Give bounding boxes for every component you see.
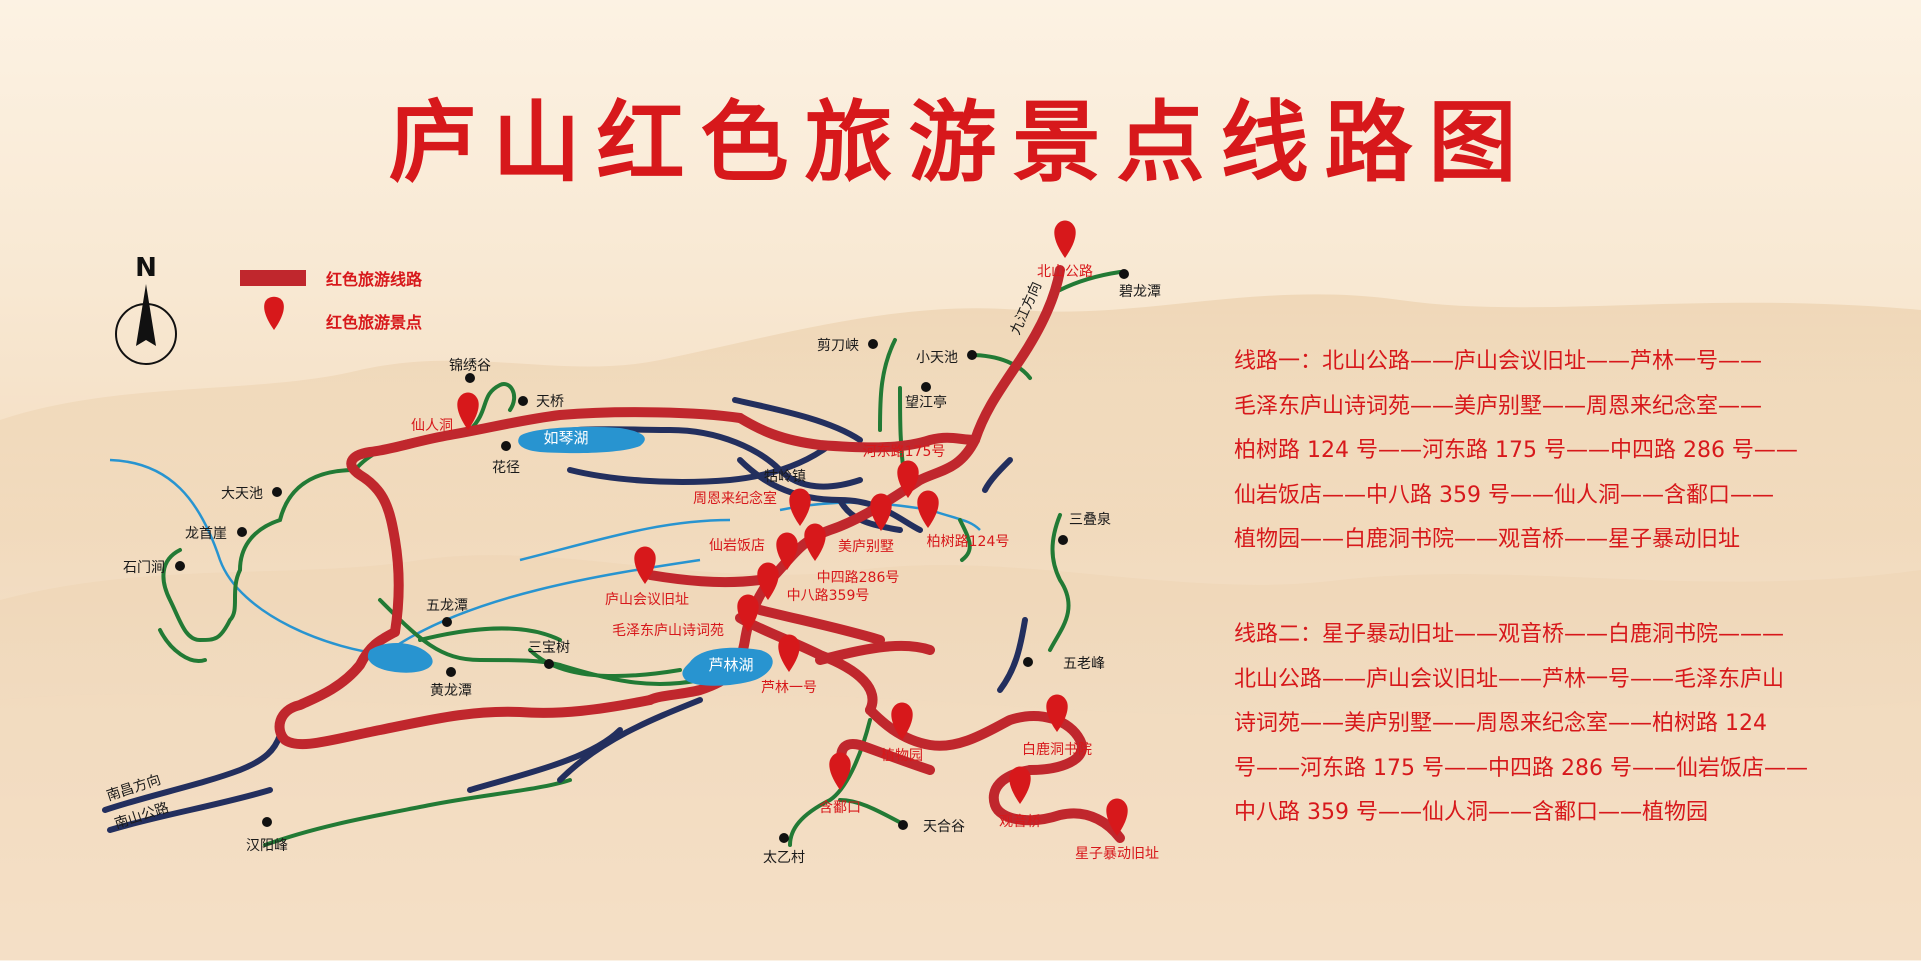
page-title: 庐山红色旅游景点线路图 bbox=[388, 91, 1533, 194]
place-dot-icon bbox=[272, 487, 282, 497]
spot-label-zhongsi: 中四路286号 bbox=[817, 570, 900, 586]
spot-label-lulin: 芦林一号 bbox=[761, 680, 817, 696]
lake-label-lulinhu: 芦林湖 bbox=[708, 656, 753, 674]
spot-label-zhouenlai: 周恩来纪念室 bbox=[693, 490, 777, 507]
place-label-shimenjian: 石门涧 bbox=[123, 560, 165, 576]
spot-label-hanpokou: 含鄱口 bbox=[819, 800, 861, 816]
place-label-wulongtan: 五龙潭 bbox=[426, 597, 468, 614]
north-arrow-icon bbox=[136, 284, 156, 346]
spot-marker-icon bbox=[897, 460, 919, 498]
spot-marker-icon bbox=[737, 594, 759, 632]
place-dot-icon bbox=[175, 561, 185, 571]
legend bbox=[240, 270, 306, 330]
place-dot-icon bbox=[501, 441, 511, 451]
route-line: 仙岩饭店——中八路 359 号——仙人洞——含鄱口—— bbox=[1234, 482, 1774, 508]
spot-label-huiyi: 庐山会议旧址 bbox=[605, 592, 689, 608]
spot-marker-icon bbox=[917, 490, 939, 528]
place-label-longshouya: 龙首崖 bbox=[185, 526, 227, 542]
river-lines bbox=[109, 458, 981, 657]
spot-label-bailudong: 白鹿洞书院 bbox=[1022, 741, 1092, 758]
route-two-block: 线路二：星子暴动旧址——观音桥——白鹿洞书院——— 北山公路——庐山会议旧址——… bbox=[1234, 613, 1834, 836]
spot-marker-icon bbox=[634, 546, 656, 584]
place-label-xiaotianchi: 小天池 bbox=[916, 350, 958, 366]
place-label-huanglongtan: 黄龙潭 bbox=[430, 682, 472, 699]
place-label-wulaofeng: 五老峰 bbox=[1063, 656, 1105, 672]
place-dot-icon bbox=[544, 659, 554, 669]
route-line: 线路二：星子暴动旧址——观音桥——白鹿洞书院——— bbox=[1234, 622, 1785, 647]
north-label: N bbox=[135, 253, 157, 283]
place-label-taiyicun: 太乙村 bbox=[763, 850, 805, 866]
spot-label-hedong: 河东路175号 bbox=[863, 444, 946, 460]
place-label-tianhegu: 天合谷 bbox=[923, 819, 965, 835]
route-line: 北山公路——庐山会议旧址——芦林一号——毛泽东庐山 bbox=[1234, 666, 1785, 692]
spot-marker-icon bbox=[1054, 220, 1076, 258]
spot-marker-icon bbox=[457, 392, 479, 430]
spot-label-baishu: 柏树路124号 bbox=[927, 534, 1010, 550]
place-label-guling: 牯岭镇 bbox=[764, 469, 806, 485]
spot-marker-icon bbox=[804, 523, 826, 561]
place-dot-icon bbox=[921, 382, 931, 392]
place-dot-icon bbox=[518, 396, 528, 406]
place-dot-icon bbox=[967, 350, 977, 360]
lakes bbox=[367, 426, 773, 686]
place-dot-icon bbox=[898, 820, 908, 830]
spot-label-meilu: 美庐别墅 bbox=[838, 539, 894, 555]
place-dot-icon bbox=[1119, 269, 1129, 279]
spot-marker-icon bbox=[1046, 694, 1068, 732]
mountain-backdrop bbox=[0, 294, 1921, 960]
place-label-hanyangfeng: 汉阳峰 bbox=[246, 838, 288, 854]
route-line: 毛泽东庐山诗词苑——美庐别墅——周恩来纪念室—— bbox=[1234, 393, 1763, 419]
spot-label-zhiwuyuan: 植物园 bbox=[881, 748, 923, 764]
legend-route-swatch bbox=[240, 270, 306, 286]
place-label-sanbaoshu: 三宝树 bbox=[528, 640, 570, 656]
spot-label-zhongba: 中八路359号 bbox=[787, 588, 870, 604]
place-label-huajing: 花径 bbox=[492, 460, 520, 476]
place-dot-icon bbox=[446, 667, 456, 677]
legend-spot-label: 红色旅游景点 bbox=[326, 313, 423, 332]
spot-marker-icon bbox=[1009, 766, 1031, 804]
place-dot-icon bbox=[237, 527, 247, 537]
lake-label-ruqinhu: 如琴湖 bbox=[543, 429, 588, 447]
place-dot-icon bbox=[442, 617, 452, 627]
route-line: 柏树路 124 号——河东路 175 号——中四路 286 号—— bbox=[1234, 438, 1798, 463]
place-dot-icon bbox=[779, 833, 789, 843]
place-label-sandiequan: 三叠泉 bbox=[1069, 511, 1111, 528]
place-label-wangjiangting: 望江亭 bbox=[905, 394, 947, 411]
place-dot-icon bbox=[262, 817, 272, 827]
route-line: 中八路 359 号——仙人洞——含鄱口——植物园 bbox=[1234, 800, 1708, 825]
route-line: 号——河东路 175 号——中四路 286 号——仙岩饭店—— bbox=[1234, 755, 1808, 781]
spot-label-guanyinqiao: 观音桥 bbox=[999, 813, 1041, 830]
spot-label-xianyan: 仙岩饭店 bbox=[709, 538, 765, 554]
spot-label-maozedong: 毛泽东庐山诗词苑 bbox=[612, 623, 724, 639]
spot-marker-icon bbox=[870, 493, 892, 531]
spot-marker-icon bbox=[891, 702, 913, 740]
route-line: 线路一：北山公路——庐山会议旧址——芦林一号—— bbox=[1234, 349, 1763, 374]
spot-marker-icon bbox=[757, 562, 779, 600]
spot-marker-icon bbox=[778, 634, 800, 672]
place-label-tianqiao: 天桥 bbox=[536, 394, 564, 410]
place-label-bilongtan: 碧龙潭 bbox=[1119, 283, 1161, 300]
route-one-block: 线路一：北山公路——庐山会议旧址——芦林一号—— 毛泽东庐山诗词苑——美庐别墅—… bbox=[1234, 340, 1834, 563]
place-label-datianchi: 大天池 bbox=[221, 486, 263, 502]
place-dot-icon bbox=[465, 373, 475, 383]
route-line: 诗词苑——美庐别墅——周恩来纪念室——柏树路 124 bbox=[1234, 711, 1767, 736]
spot-marker-icon bbox=[789, 488, 811, 526]
legend-spot-marker-icon bbox=[264, 296, 284, 330]
legend-route-label: 红色旅游线路 bbox=[326, 270, 423, 289]
spot-label-xianrendong: 仙人洞 bbox=[411, 418, 453, 434]
route-line: 植物园——白鹿洞书院——观音桥——星子暴动旧址 bbox=[1234, 527, 1741, 552]
spot-label-beishan: 北山公路 bbox=[1037, 264, 1093, 280]
place-dot-icon bbox=[868, 339, 878, 349]
spot-marker-icon bbox=[776, 532, 798, 570]
place-dot-icon bbox=[1058, 535, 1068, 545]
spot-marker-icon bbox=[829, 752, 851, 790]
place-label-jinxiugu: 锦绣谷 bbox=[449, 357, 491, 374]
place-dot-icon bbox=[1023, 657, 1033, 667]
place-label-jiandaoxia: 剪刀峡 bbox=[817, 338, 859, 354]
compass-rose: N bbox=[115, 253, 177, 365]
spot-marker-icon bbox=[1106, 798, 1128, 836]
spot-label-xingzi: 星子暴动旧址 bbox=[1075, 846, 1159, 862]
